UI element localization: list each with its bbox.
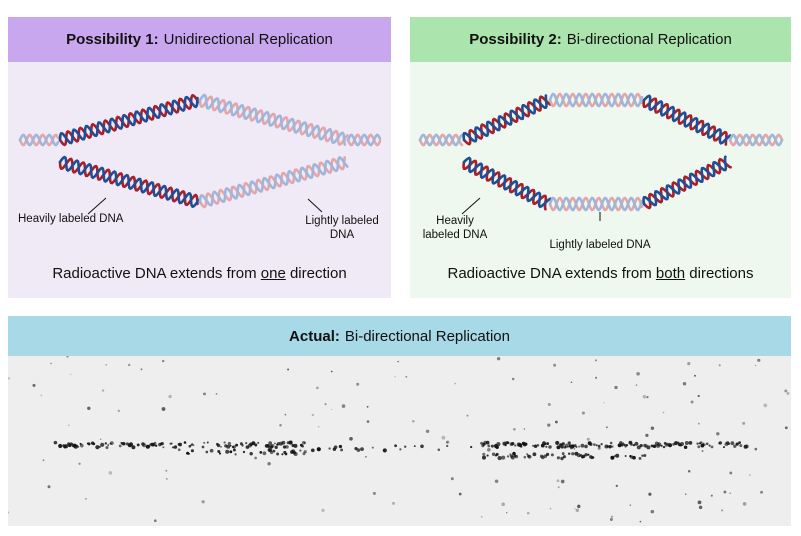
caption-emphasis: both [655,265,686,282]
bottom-light-arm [198,155,349,209]
bottom-light-middle [548,196,644,212]
top-heavy-arm [58,93,200,147]
autoradiograph-image [8,356,791,526]
top-left-heavy-arm [462,94,552,146]
actual-title: Bi-directional Replication [344,327,510,345]
possibility-1-header: Possibility 1: Unidirectional Replicatio… [8,17,391,62]
parental-left-helix [18,133,60,147]
possibility-2-caption: Radioactive DNA extends from both direct… [410,265,791,282]
caption-prefix: Radioactive DNA extends from [52,265,261,282]
top-right-heavy-arm [642,94,732,146]
bidirectional-dna-diagram [418,92,784,221]
possibility-1-title-bold: Possibility 1: [66,31,159,48]
possibility-2-title: Bi-directional Replication [566,31,732,48]
top-light-arm [198,93,349,147]
possibility-2-title-bold: Possibility 2: [469,31,562,48]
caption-emphasis: one [260,265,286,282]
heavily-labeled-dna-label: Heavily labeled DNA [18,213,124,225]
actual-title-bold: Actual: [289,327,340,345]
autoradiograph-grain-trail [8,356,790,523]
lightly-labeled-dna-label: Lightly labeled DNA [549,239,651,251]
bottom-left-heavy-arm [462,156,552,211]
actual-panel: Actual: Bi-directional Replication [8,316,791,526]
caption-prefix: Radioactive DNA extends from [447,265,656,282]
possibility-2-panel: Possibility 2: Bi-directional Replicatio… [410,17,791,298]
parental-right-helix [346,133,382,147]
parental-left-helix [418,133,464,147]
caption-suffix: direction [285,265,347,282]
possibility-1-title: Unidirectional Replication [163,31,333,48]
lightly-labeled-dna-label: Lightly labeled DNA [305,215,379,241]
unidirectional-dna-diagram [18,93,382,215]
bottom-heavy-arm [58,155,200,209]
possibility-2-header: Possibility 2: Bi-directional Replicatio… [410,17,791,62]
possibility-1-caption: Radioactive DNA extends from one directi… [8,265,391,282]
possibility-1-body: Heavily labeled DNA Lightly labeled DNA … [8,62,391,298]
light-label-pointer [307,198,323,213]
possibility-1-panel: Possibility 1: Unidirectional Replicatio… [8,17,391,298]
heavy-label-pointer [461,197,481,215]
top-light-middle [548,92,644,108]
heavy-label-pointer [87,197,107,215]
bottom-right-heavy-arm [642,155,732,210]
actual-header: Actual: Bi-directional Replication [8,316,791,356]
heavily-labeled-dna-label: Heavily labeled DNA [422,215,488,241]
parental-right-helix [728,133,784,147]
caption-suffix: directions [685,265,754,282]
possibility-2-body: Heavily labeled DNA Lightly labeled DNA … [410,62,791,298]
